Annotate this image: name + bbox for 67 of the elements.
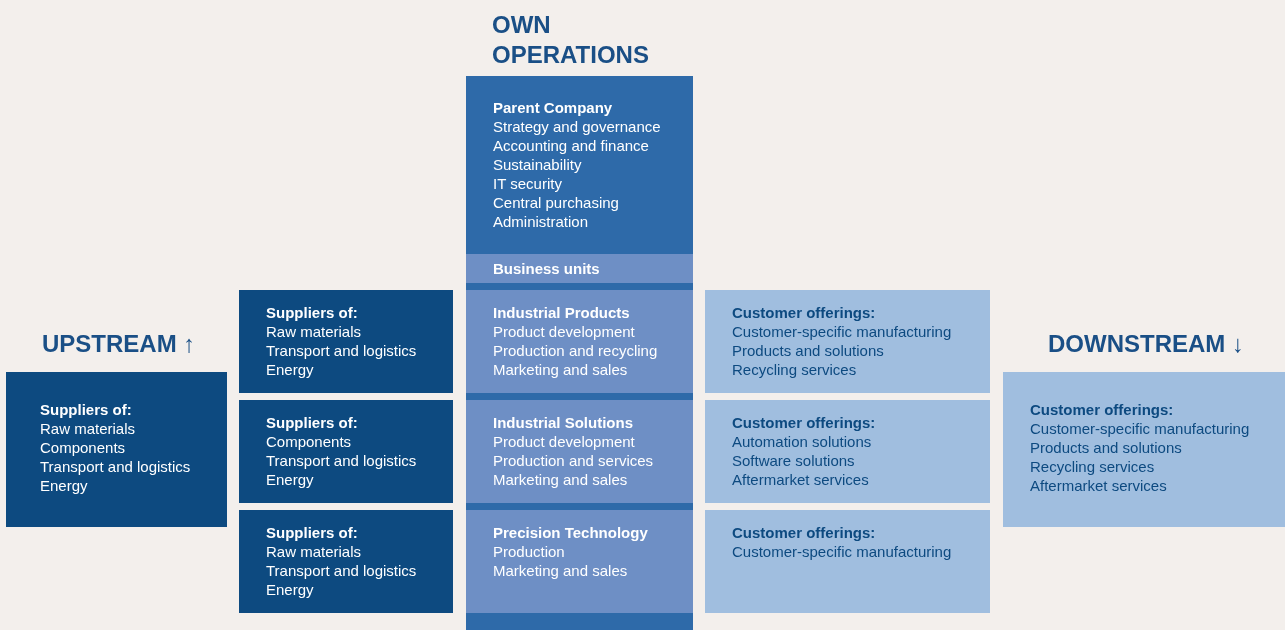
list-item: Aftermarket services (732, 470, 869, 489)
list-item: Strategy and governance (493, 117, 661, 136)
business-units-band (466, 254, 693, 283)
supplier-card (239, 510, 453, 613)
list-item: Transport and logistics (266, 451, 417, 470)
section-heading: DOWNSTREAM ↓ (1048, 329, 1244, 359)
card-heading: Customer offerings: (732, 303, 876, 322)
list-item: Raw materials (266, 542, 362, 561)
card-heading: Parent Company (493, 98, 613, 117)
list-item: Sustainability (493, 155, 582, 174)
list-item: Transport and logistics (266, 341, 417, 360)
list-item: Transport and logistics (40, 457, 191, 476)
card-heading: Suppliers of: (40, 400, 132, 419)
list-item: Energy (266, 360, 314, 379)
operations-column (466, 76, 693, 630)
list-item: Production and services (493, 451, 654, 470)
section-heading: OWN OPERATIONS (492, 10, 650, 70)
list-item: Recycling services (1030, 457, 1155, 476)
customer-card (705, 400, 990, 503)
list-item: Transport and logistics (266, 561, 417, 580)
card-heading: Customer offerings: (732, 413, 876, 432)
section-heading: UPSTREAM ↑ (42, 329, 196, 359)
business-unit-card (466, 400, 693, 503)
supplier-card (239, 290, 453, 393)
card-heading: Industrial Solutions (493, 413, 633, 432)
list-item: Recycling services (732, 360, 857, 379)
card-heading: Business units (493, 259, 600, 278)
card-heading: Suppliers of: (266, 413, 358, 432)
list-item: Automation solutions (732, 432, 872, 451)
card-heading: Suppliers of: (266, 303, 358, 322)
list-item: Production (493, 542, 565, 561)
list-item: Product development (493, 432, 635, 451)
card-heading: Customer offerings: (1030, 400, 1174, 419)
card-heading: Precision Technology (493, 523, 648, 542)
list-item: Product development (493, 322, 635, 341)
list-item: Energy (266, 470, 314, 489)
list-item: Customer-specific manufacturing (732, 542, 952, 561)
list-item: Products and solutions (732, 341, 884, 360)
list-item: Administration (493, 212, 589, 231)
list-item: Raw materials (266, 322, 362, 341)
list-item: Marketing and sales (493, 360, 628, 379)
list-item: Customer-specific manufacturing (732, 322, 952, 341)
customer-card (705, 510, 990, 613)
list-item: IT security (493, 174, 562, 193)
supplier-card (6, 372, 227, 527)
list-item: Energy (266, 580, 314, 599)
business-unit-card (466, 510, 693, 613)
list-item: Central purchasing (493, 193, 619, 212)
business-unit-card (466, 290, 693, 393)
card-heading: Industrial Products (493, 303, 630, 322)
customer-card (705, 290, 990, 393)
card-heading: Suppliers of: (266, 523, 358, 542)
supplier-card (239, 400, 453, 503)
customer-card (1003, 372, 1285, 527)
list-item: Accounting and finance (493, 136, 649, 155)
list-item: Components (266, 432, 352, 451)
list-item: Raw materials (40, 419, 136, 438)
list-item: Components (40, 438, 126, 457)
list-item: Marketing and sales (493, 561, 628, 580)
list-item: Customer-specific manufacturing (1030, 419, 1250, 438)
list-item: Energy (40, 476, 88, 495)
list-item: Software solutions (732, 451, 855, 470)
list-item: Products and solutions (1030, 438, 1182, 457)
list-item: Production and recycling (493, 341, 658, 360)
card-heading: Customer offerings: (732, 523, 876, 542)
list-item: Marketing and sales (493, 470, 628, 489)
list-item: Aftermarket services (1030, 476, 1167, 495)
